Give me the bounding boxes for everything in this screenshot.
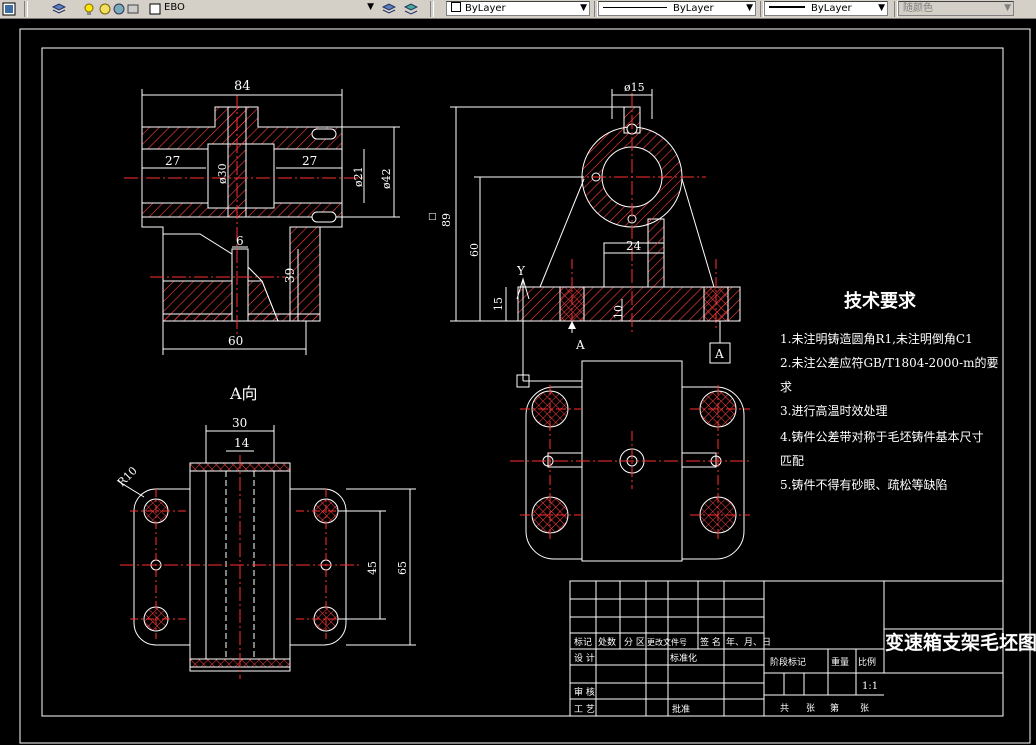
dim-bore: ø30 [216,163,229,184]
properties-toolbar: EBO ▼ ByLayer ▼ ByLayer ▼ ByLayer ▼ 随颜色 … [0,0,1036,19]
tech-item-4: 4.铸件公差带对称于毛坯铸件基本尺寸 [780,429,983,444]
tech-item-2-cont: 求 [780,380,792,394]
tb-sheet-no: 第 [830,702,839,714]
ucs-y-label: Y [516,264,526,278]
lineweight-sample-line-icon [769,6,805,8]
plot-style-dropdown[interactable]: 随颜色 ▼ [898,1,1014,16]
tech-item-3: 3.进行高温时效处理 [780,403,887,418]
dim-slot: 6 [236,234,244,248]
layer-color-swatch-icon[interactable] [148,1,161,16]
layer-lock-icon[interactable] [112,1,125,16]
tb-scale-label: 比例 [858,656,876,668]
layer-dropdown[interactable]: EBO ▼ [160,1,376,16]
tb-count: 处数 [598,636,616,648]
drawing-title: 变速箱支架毛坯图 [885,631,1036,654]
tb-approve: 批准 [672,703,690,715]
dim-left: 27 [165,154,180,168]
title-block [569,580,1004,717]
dim-height: 39 [283,268,297,283]
tb-scale: 1:1 [862,681,878,692]
dim-top: ø15 [624,81,645,94]
dim-outer-height: 65 [396,561,409,575]
dim-inner-height: 45 [366,561,379,575]
tb-stage-mark: 阶段标记 [770,656,806,668]
tech-item-5: 5.铸件不得有砂眼、疏松等缺陷 [780,477,947,492]
tech-requirements: 技术要求 1.未注明铸造圆角R1,未注明倒角C1 2.未注公差应符GB/T180… [780,290,998,492]
tb-reviewer: 审 核 [574,686,595,698]
tech-item-2: 2.未注公差应符GB/T1804-2000-m的要 [780,355,998,370]
tb-standardized: 标准化 [670,652,697,664]
tech-item-1: 1.未注明铸造圆角R1,未注明倒角C1 [780,331,973,346]
dim-total-height-box: □ [428,212,437,222]
drawing-canvas[interactable]: 84 27 27 ø30 ø21 ø42 6 39 60 [0,19,1036,745]
dim-low-height: 15 [492,297,505,311]
a-direction-view: A向 30 14 R10 45 [115,384,416,679]
linetype-value: ByLayer [673,3,714,14]
tech-item-4-cont: 匹配 [780,454,804,468]
color-value: ByLayer [465,3,506,14]
layer-print-icon[interactable] [126,1,139,16]
layer-name: EBO [164,2,185,13]
chevron-down-icon[interactable]: ▼ [580,3,587,13]
tb-zone: 分 区 [624,637,645,648]
tb-signature: 签 名 [700,636,721,648]
sheet-border [19,28,1031,744]
dim-mid-height: 60 [468,243,481,257]
tb-change-doc: 更改文件号 [647,637,687,647]
dim-slot-width: 14 [234,436,250,450]
chevron-down-icon[interactable]: ▼ [746,3,753,13]
dim-right: 27 [302,154,317,168]
plan-view [510,360,750,562]
dim-base: 60 [228,334,243,348]
dim-inner: ø21 [352,166,365,187]
layer-freeze-icon[interactable] [98,1,111,16]
layer-manager-icon[interactable] [2,1,20,16]
color-dropdown[interactable]: ByLayer ▼ [446,1,590,16]
lineweight-value: ByLayer [811,3,852,14]
make-current-layer-icon[interactable] [381,1,400,16]
dim-radius: R10 [115,464,140,489]
front-section-view: 84 27 27 ø30 ø21 ø42 6 39 60 [124,79,400,355]
color-swatch-icon [451,2,461,12]
linetype-dropdown[interactable]: ByLayer ▼ [598,1,756,16]
dim-width: 84 [234,79,251,94]
dim-top-width: 30 [232,416,247,430]
dim-outer: ø42 [380,168,393,189]
tb-sheet-label: 张 [860,703,869,714]
tb-designer: 设 计 [574,652,595,664]
dim-width: 24 [626,239,642,253]
title-block-text: 变速箱支架毛坯图 标记 处数 分 区 更改文件号 签 名 年、月、日 设 计 标… [574,631,1036,715]
a-view-title: A向 [229,384,258,403]
chevron-down-icon[interactable]: ▼ [367,2,374,12]
tb-weight: 重量 [831,656,849,668]
chevron-down-icon[interactable]: ▼ [1004,3,1011,13]
tech-title: 技术要求 [844,290,917,312]
section-marker: A [575,338,585,352]
linetype-sample-line-icon [603,7,667,8]
tb-mark: 标记 [574,636,592,648]
drawing-frame [41,47,1004,717]
side-view: ø15 89 □ 60 15 24 10 A A Y X [428,81,741,393]
chevron-down-icon[interactable]: ▼ [878,3,885,13]
tb-sheets-total: 共 [780,703,789,714]
lineweight-dropdown[interactable]: ByLayer ▼ [764,1,888,16]
layer-previous-icon[interactable] [403,1,422,16]
tb-process: 工 艺 [574,704,595,715]
dim-total-height: 89 [440,213,453,227]
plot-style-value: 随颜色 [903,3,933,14]
tb-sheets-label: 张 [806,703,815,714]
dim-base: 10 [612,305,625,319]
tb-date: 年、月、日 [726,636,771,648]
datum-label: A [714,347,724,361]
layer-on-bulb-icon[interactable] [82,1,94,16]
layer-states-icon[interactable] [51,1,70,16]
